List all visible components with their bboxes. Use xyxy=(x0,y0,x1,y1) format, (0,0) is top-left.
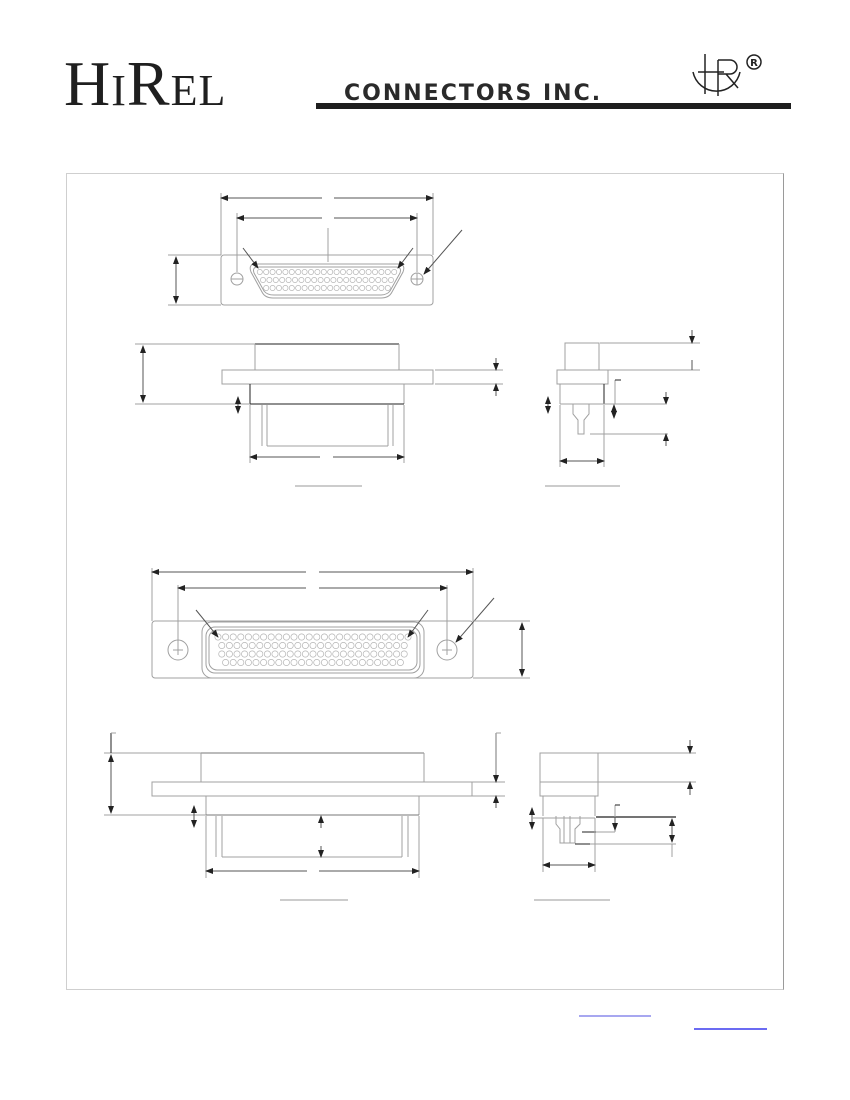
logo-letter-i: I xyxy=(111,66,127,115)
footer-link-2[interactable] xyxy=(694,1028,767,1030)
svg-text:R: R xyxy=(750,58,758,69)
bottom-connector-side-view xyxy=(104,732,505,901)
bottom-connector-end-view xyxy=(529,740,696,901)
bottom-connector-front-view xyxy=(151,568,530,679)
logo-letter-h: H xyxy=(64,48,112,119)
footer-link-1[interactable] xyxy=(579,1015,651,1017)
hr-monogram-icon: R xyxy=(692,54,762,96)
top-connector-front-view xyxy=(168,193,463,306)
top-connector-end-view xyxy=(545,330,700,487)
company-logo-wordmark: HIREL xyxy=(64,52,226,116)
drawing-frame xyxy=(66,173,784,990)
logo-letters-el: EL xyxy=(170,66,227,115)
logo-letter-r: R xyxy=(126,48,171,119)
header-rule xyxy=(316,103,791,109)
company-name-suffix: CONNECTORS INC. xyxy=(344,81,603,106)
top-connector-side-view xyxy=(135,343,503,487)
